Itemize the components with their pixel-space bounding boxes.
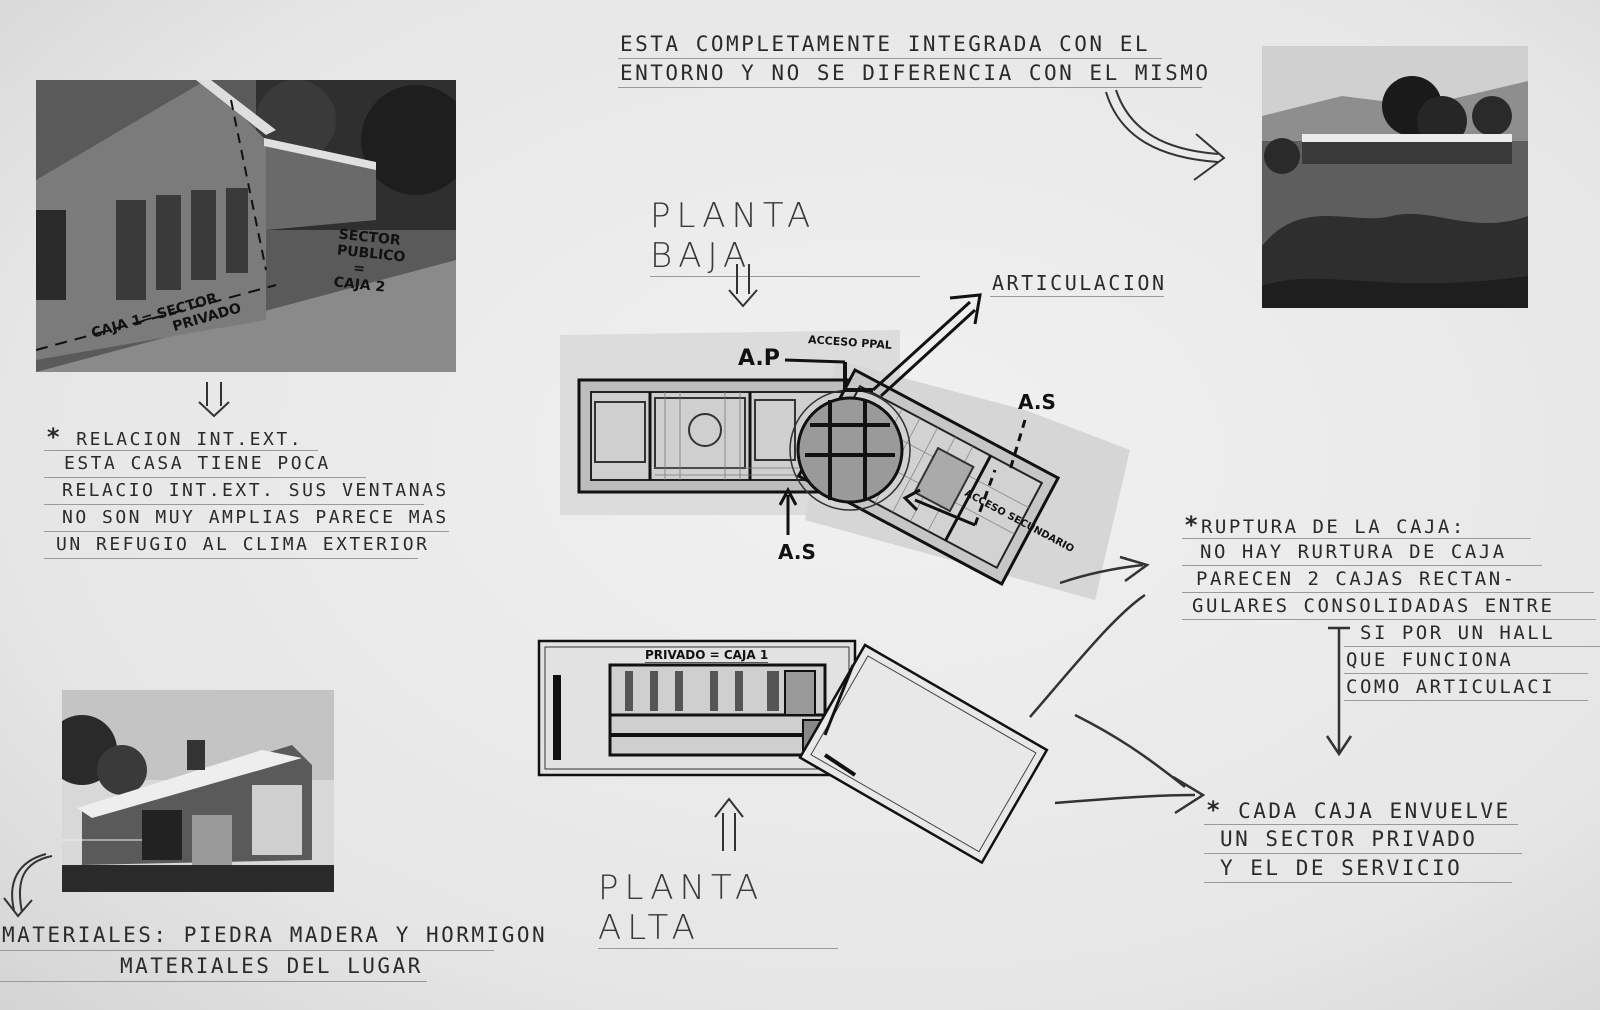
asterisk-icon: * [1206, 796, 1223, 824]
cada-caja-note: * CADA CAJA ENVUELVE UN SECTOR PRIVADO Y… [1204, 796, 1522, 883]
down-arrow-icon [198, 382, 230, 418]
photo-house-chimney [62, 690, 334, 892]
curved-arrow-icon [3, 853, 53, 918]
relacion-note: * RELACION INT.EXT. ESTA CASA TIENE POCA… [44, 424, 449, 559]
asterisk-icon: * [46, 423, 63, 451]
label-articulacion: ARTICULACION [990, 271, 1167, 297]
integration-note: ESTA COMPLETAMENTE INTEGRADA CON EL ENTO… [618, 30, 1208, 88]
photo-house-stone-facade: SECTOR PUBLICO = CAJA 2 CAJA 1= SECTOR P… [36, 80, 456, 372]
curved-arrow-icon [1105, 89, 1226, 181]
up-arrow-icon [714, 797, 744, 851]
asterisk-icon: * [1184, 511, 1201, 539]
materiales-note: MATERIALES: PIEDRA MADERA Y HORMIGON MAT… [0, 920, 545, 982]
title-planta-alta: PLANTA ALTA [598, 868, 838, 949]
upper-floor-plan-drawing [537, 639, 1049, 865]
label-as-bottom: A.S [778, 540, 816, 564]
ground-floor-plan-drawing [560, 293, 1130, 600]
ruptura-sub-note: SI POR UN HALL QUE FUNCIONA COMO ARTICUL… [1344, 620, 1600, 701]
photo-house-in-landscape [1262, 46, 1528, 308]
label-ap: A.P [738, 346, 780, 371]
label-as-top: A.S [1018, 390, 1056, 414]
title-planta-baja: PLANTA BAJA [650, 196, 920, 277]
down-arrow-icon [728, 264, 758, 308]
down-arrow-icon [1325, 626, 1353, 757]
label-privado-caja-1: PRIVADO = CAJA 1 [645, 648, 769, 663]
ruptura-note: *RUPTURA DE LA CAJA: NO HAY RURTURA DE C… [1182, 512, 1596, 620]
label-sector-publico: SECTOR PUBLICO = CAJA 2 [332, 226, 407, 296]
connector-arrows [1029, 555, 1206, 815]
